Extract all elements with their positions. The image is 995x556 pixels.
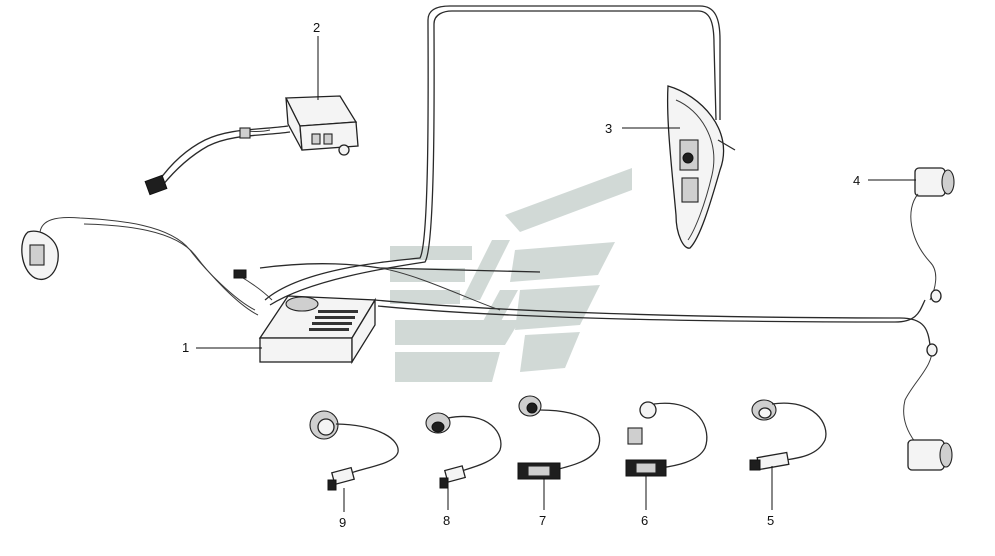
callout-3: 3 <box>605 121 613 136</box>
part-4-connector <box>903 167 955 471</box>
part-9-sensor <box>309 410 399 491</box>
part-7-sensor <box>517 395 601 480</box>
part-5-sensor <box>749 399 827 471</box>
part-1-control-unit <box>233 269 377 365</box>
part-8-sensor <box>425 412 502 489</box>
leader-lines <box>196 36 916 512</box>
left-connector <box>21 230 59 280</box>
part-1-fins <box>309 310 358 331</box>
callout-7: 7 <box>539 513 547 528</box>
part-3-tail-lamp <box>666 85 736 249</box>
part-6-sensor <box>625 401 708 477</box>
callout-6: 6 <box>641 513 649 528</box>
callout-5: 5 <box>767 513 775 528</box>
part-2-module <box>144 95 359 196</box>
callout-9: 9 <box>339 515 347 530</box>
callout-8: 8 <box>443 513 451 528</box>
callout-2: 2 <box>313 20 321 35</box>
harness-wires <box>39 5 931 346</box>
watermark-logo <box>390 168 632 382</box>
callout-4: 4 <box>853 173 861 188</box>
callout-1: 1 <box>182 340 190 355</box>
